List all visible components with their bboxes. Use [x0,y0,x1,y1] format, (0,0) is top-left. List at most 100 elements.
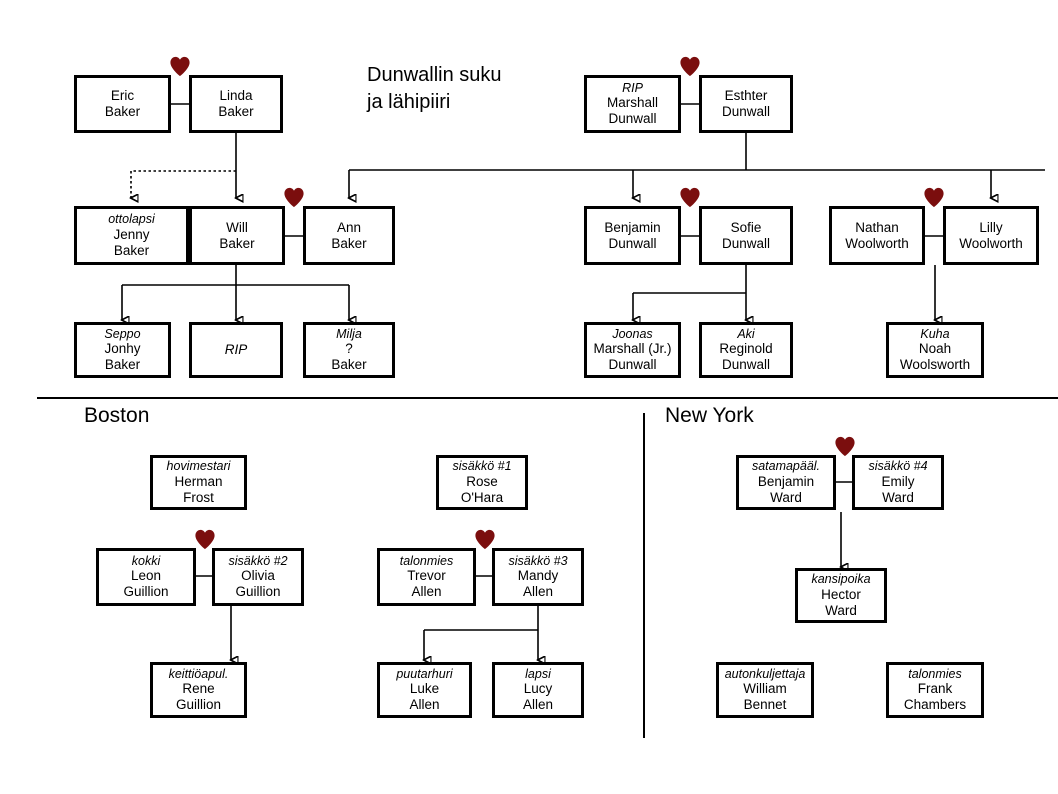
person-card-linda[interactable]: Linda Baker [189,75,283,133]
person-name-line: Reginold [719,341,773,357]
person-name-line: Sofie [730,219,762,235]
person-card-joonas[interactable]: Joonas Marshall (Jr.) Dunwall [584,322,681,378]
person-role-label: sisäkkö #2 [228,553,288,568]
person-card-mandy[interactable]: sisäkkö #3 Mandy Allen [492,548,584,606]
person-card-herman[interactable]: hovimestari Herman Frost [150,455,247,510]
person-card-william[interactable]: autonkuljettaja William Bennet [716,662,814,718]
person-card-will[interactable]: Will Baker [189,206,285,265]
person-role-label: Aki [737,326,755,341]
person-card-lucy[interactable]: lapsi Lucy Allen [492,662,584,718]
person-card-nathan[interactable]: Nathan Woolworth [829,206,925,265]
person-card-kuha[interactable]: Kuha Noah Woolsworth [886,322,984,378]
person-name-line: Eric [110,88,135,104]
region-label-new-york: New York [665,404,754,427]
person-card-jenny[interactable]: ottolapsi Jenny Baker [74,206,189,265]
person-role-label: lapsi [525,666,551,681]
heart-icon-trevor-mandy [475,529,495,550]
person-card-rene[interactable]: keittiöapul. Rene Guillion [150,662,247,718]
person-name-line: Allen [409,697,440,713]
person-name-line: Jonhy [104,341,141,357]
person-name-line: Trevor [407,568,446,584]
heart-icon-marshall-esthter [680,56,700,77]
person-card-milja[interactable]: Milja ? Baker [303,322,395,378]
page-title: Dunwallin suku ja lähipiiri [367,64,502,113]
person-role-label: autonkuljettaja [724,666,806,681]
heart-icon-benjamin-emily [835,436,855,457]
person-name-line: Dunwall [721,104,771,119]
heart-icon-leon-olivia [195,529,215,550]
person-name-line: Hector [821,586,861,602]
person-role-label: hovimestari [166,459,231,474]
person-card-olivia[interactable]: sisäkkö #2 Olivia Guillion [212,548,304,606]
person-name-line: Guillion [175,697,222,713]
person-name-line: Frost [183,489,214,505]
person-card-esthter[interactable]: Esthter Dunwall [699,75,793,133]
person-role-label: Milja [336,326,362,341]
person-name-line: ? [345,341,353,357]
person-name-line: Allen [522,584,554,600]
person-role-label: kokki [131,553,161,568]
person-name-line: Baker [219,235,255,251]
person-card-benjamin-dunwall[interactable]: Benjamin Dunwall [584,206,681,265]
person-card-eric[interactable]: Eric Baker [74,75,171,133]
person-name-line: Baker [218,104,254,119]
person-card-lilly[interactable]: Lilly Woolworth [943,206,1039,265]
person-role-label: sisäkkö #1 [452,459,512,474]
person-card-aki[interactable]: Aki Reginold Dunwall [699,322,793,378]
person-name-line: Allen [411,584,442,600]
person-role-label: Joonas [612,326,653,341]
person-name-line: Woolworth [959,235,1023,251]
section-divider-vertical [643,413,645,738]
person-role-label: ottolapsi [108,212,155,227]
person-card-seppo[interactable]: Seppo Jonhy Baker [74,322,171,378]
person-name-line: Woolworth [845,235,909,251]
person-card-marshall[interactable]: RIP Marshall Dunwall [584,75,681,133]
person-name-line: Chambers [903,697,967,713]
person-name-line: Dunwall [608,111,657,127]
person-name-line: Guillion [123,584,169,600]
person-name-line: Dunwall [721,235,771,251]
heart-icon-eric-linda [170,56,190,77]
person-name-line: Mandy [517,568,559,584]
person-card-trevor[interactable]: talonmies Trevor Allen [377,548,476,606]
person-name-line: Luke [409,681,440,697]
person-name-line: Bennet [743,697,787,713]
person-card-luke[interactable]: puutarhuri Luke Allen [377,662,472,718]
person-card-ann[interactable]: Ann Baker [303,206,395,265]
person-name-line: Dunwall [608,357,657,373]
person-role-label: talonmies [399,553,454,568]
person-name-line: Dunwall [721,357,771,373]
person-name-line: Jenny [113,226,150,242]
person-name-line: Olivia [241,568,275,584]
person-card-emily[interactable]: sisäkkö #4 Emily Ward [852,455,944,510]
person-name-line: Allen [522,697,554,713]
person-card-benjamin-ward[interactable]: satamapääl. Benjamin Ward [736,455,836,510]
heart-icon-nathan-lilly [924,187,944,208]
person-name-line: Ward [882,489,914,505]
person-role-label: satamapääl. [751,459,821,474]
heart-icon-will-ann [284,187,304,208]
person-name-line: Rene [182,681,215,697]
person-role-label: sisäkkö #4 [868,459,928,474]
person-name-line: Dunwall [608,235,657,251]
person-name-line: Frank [917,681,953,697]
person-card-rip-child[interactable]: RIP [189,322,283,378]
person-role-label: puutarhuri [396,666,453,681]
person-card-leon[interactable]: kokki Leon Guillion [96,548,196,606]
person-name-line: Rose [466,473,498,489]
person-name-line: Nathan [855,219,899,235]
person-name-line: Lilly [979,219,1003,235]
person-name-line: RIP [224,342,248,358]
person-card-rose[interactable]: sisäkkö #1 Rose O'Hara [436,455,528,510]
person-role-label: sisäkkö #3 [508,553,568,568]
person-name-line: Guillion [235,584,281,600]
person-card-hector[interactable]: kansipoika Hector Ward [795,568,887,623]
person-card-sofie[interactable]: Sofie Dunwall [699,206,793,265]
person-role-label: Kuha [920,326,950,341]
person-card-frank[interactable]: talonmies Frank Chambers [886,662,984,718]
person-name-line: O'Hara [460,489,504,505]
person-name-line: Marshall [606,95,658,111]
person-name-line: Benjamin [604,219,661,235]
person-name-line: Marshall (Jr.) [593,341,672,357]
